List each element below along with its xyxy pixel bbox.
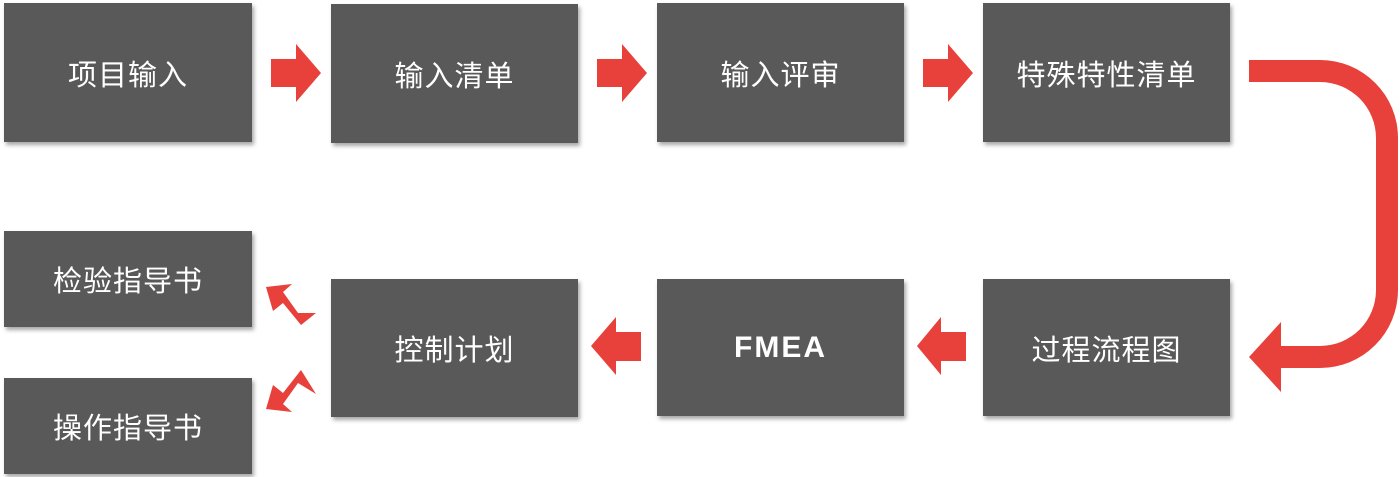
step-special-characteristics: 特殊特性清单 — [983, 3, 1230, 142]
arrow-right-1 — [271, 44, 321, 102]
arrow-curved-connector — [1249, 60, 1398, 392]
step-process-flow-chart: 过程流程图 — [983, 279, 1230, 416]
step-label: 检验指导书 — [52, 264, 203, 298]
arrow-diagonal-up-left — [266, 284, 316, 325]
arrow-diagonal-down-left — [266, 370, 316, 412]
step-inspection-instruction: 检验指导书 — [4, 231, 252, 327]
step-label: FMEA — [734, 330, 827, 364]
arrow-left-2 — [591, 317, 641, 375]
step-label: 控制计划 — [394, 333, 515, 367]
step-label: 输入评审 — [720, 57, 841, 92]
step-fmea: FMEA — [657, 279, 904, 416]
arrow-right-3 — [923, 44, 973, 102]
step-label: 操作指导书 — [52, 411, 203, 445]
arrow-left-1 — [917, 317, 966, 375]
step-work-instruction: 操作指导书 — [4, 378, 252, 474]
arrow-right-2 — [597, 44, 647, 102]
step-label: 特殊特性清单 — [1016, 57, 1197, 92]
step-label: 项目输入 — [67, 57, 188, 92]
step-input-review: 输入评审 — [657, 3, 904, 142]
step-label: 输入清单 — [394, 58, 515, 93]
step-project-input: 项目输入 — [4, 3, 252, 142]
step-input-list: 输入清单 — [331, 4, 578, 143]
step-control-plan: 控制计划 — [331, 279, 578, 417]
step-label: 过程流程图 — [1031, 332, 1182, 367]
